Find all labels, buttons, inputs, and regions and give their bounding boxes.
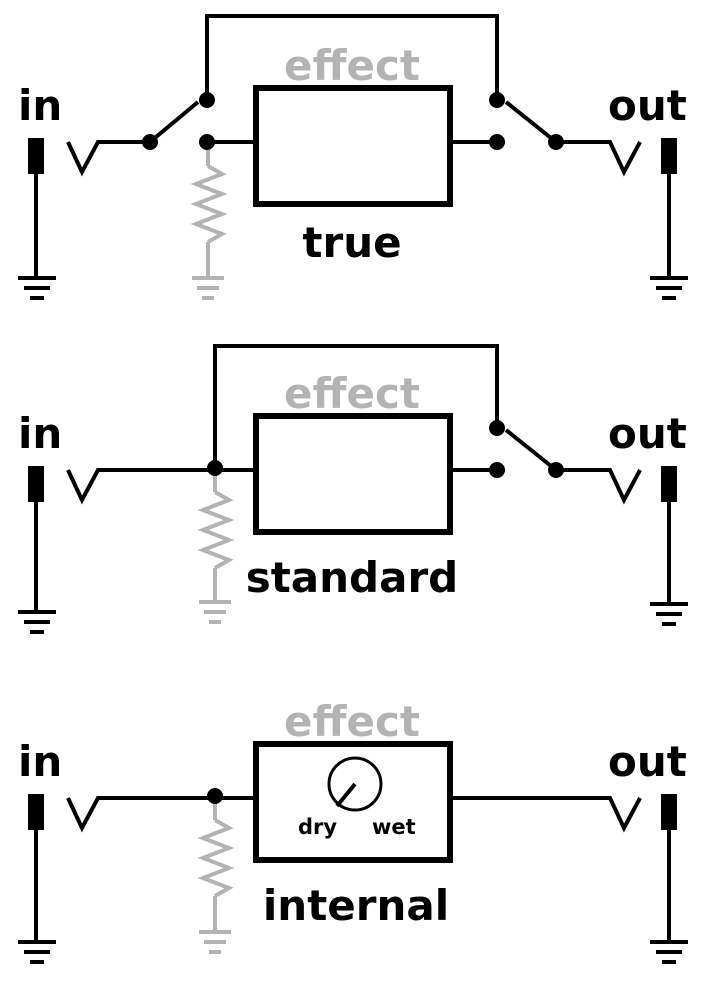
output-label: out bbox=[608, 81, 687, 130]
input-label: in bbox=[18, 409, 62, 458]
output-jack bbox=[450, 794, 677, 940]
output-label: out bbox=[608, 737, 687, 786]
ground-symbol bbox=[650, 940, 688, 964]
output-label: out bbox=[608, 409, 687, 458]
panel-standard-bypass: in out effect standard bbox=[18, 344, 688, 634]
pulldown-resistor bbox=[190, 150, 228, 300]
ground-symbol bbox=[18, 940, 56, 964]
output-footswitch bbox=[489, 420, 564, 478]
mode-label: true bbox=[302, 218, 401, 267]
mix-knob: dry wet bbox=[298, 756, 416, 839]
panel-internal-bypass: in out effect internal dry wet bbox=[18, 697, 688, 964]
dry-label: dry bbox=[298, 815, 337, 839]
output-jack bbox=[556, 138, 677, 276]
pulldown-resistor bbox=[197, 476, 235, 624]
effect-label: effect bbox=[284, 697, 420, 746]
effect-box bbox=[253, 741, 453, 863]
effect-label: effect bbox=[284, 369, 420, 418]
input-jack bbox=[28, 794, 256, 940]
ground-symbol bbox=[650, 276, 688, 300]
panel-true-bypass: in out effect true bbox=[18, 14, 688, 300]
input-label: in bbox=[18, 81, 62, 130]
input-jack bbox=[28, 138, 148, 276]
effect-label: effect bbox=[284, 41, 420, 90]
wet-label: wet bbox=[372, 815, 416, 839]
junction-node bbox=[207, 788, 223, 804]
ground-symbol bbox=[18, 610, 56, 634]
input-footswitch bbox=[142, 92, 215, 150]
input-jack bbox=[28, 466, 215, 610]
effect-box bbox=[253, 85, 453, 207]
output-jack bbox=[556, 466, 677, 602]
input-label: in bbox=[18, 737, 62, 786]
bypass-wire bbox=[205, 14, 499, 100]
mode-label: internal bbox=[263, 881, 449, 930]
ground-symbol bbox=[18, 276, 56, 300]
knob-icon bbox=[327, 756, 383, 812]
pulldown-resistor bbox=[197, 804, 235, 954]
bypass-wire bbox=[213, 344, 499, 468]
effect-box bbox=[253, 413, 453, 535]
output-footswitch bbox=[489, 92, 564, 150]
ground-symbol bbox=[650, 602, 688, 626]
mode-label: standard bbox=[246, 553, 459, 602]
